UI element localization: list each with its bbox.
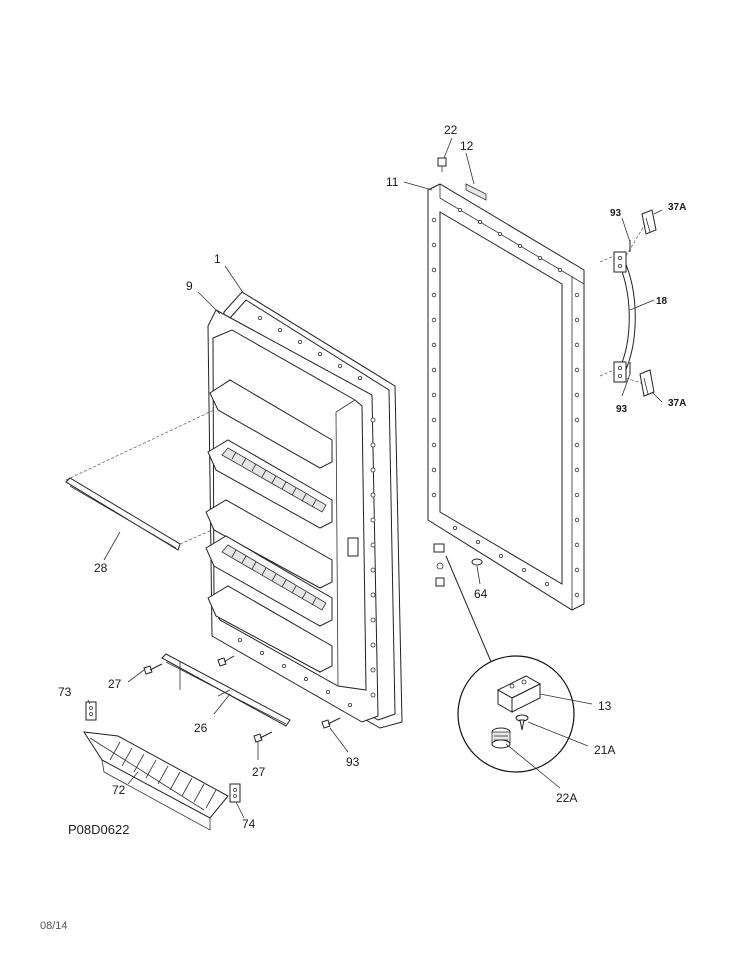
door-rail-28 [65,409,215,551]
callout-64: 64 [474,587,488,601]
plug-64 [471,558,483,566]
door-handle-18 [599,225,645,385]
liner-shelf-4 [205,535,333,627]
plug-22 [437,157,447,172]
callout-22: 22 [444,123,458,137]
door-rail-26 [161,653,291,727]
callout-74: 74 [242,817,256,831]
revision-date: 08/14 [40,920,68,932]
callout-22a: 22A [556,791,577,805]
callout-72: 72 [112,783,126,797]
liner-latch-slot [347,537,359,557]
callout-1: 1 [214,252,221,266]
drawing-code: P08D0622 [68,822,130,837]
basket-bracket-74 [229,783,241,803]
handle-cap-37a-top [641,209,657,235]
handle-cap-37a-bottom [639,369,655,397]
callout-11: 11 [386,175,399,189]
callout-28: 28 [94,561,108,575]
screw-21a [515,714,529,731]
callout-37a-bottom: 37A [668,398,686,409]
door-panel-holes [431,207,580,598]
callout-21a: 21A [594,743,615,757]
liner-shelf-2 [207,439,333,529]
callout-9: 9 [186,279,193,293]
callout-26: 26 [194,721,208,735]
hinge-parts-small [433,543,493,665]
callout-18: 18 [656,296,668,307]
callout-13: 13 [598,699,612,713]
callout-27-lower: 27 [252,765,266,779]
liner-shelf-5 [207,585,333,673]
screws [143,655,341,743]
hinge-bracket-13 [496,675,542,713]
callout-27-upper: 27 [108,677,122,691]
outer-door-panel [427,157,585,611]
serial-label-12 [465,183,487,201]
leader-lines [87,137,663,819]
basket-bracket-73 [85,701,97,721]
bushing-22a [491,727,511,749]
callout-12: 12 [460,139,474,153]
door-basket-72 [83,731,229,831]
hinge-detail-zoom [457,655,575,773]
callout-labels: 1 9 28 27 27 26 73 72 74 93 22 12 11 64 … [58,123,686,831]
liner-screw-holes [237,315,376,708]
callout-93-liner: 93 [346,755,360,769]
callout-93-handle-bottom: 93 [616,404,628,415]
liner-shelf-1 [209,379,333,469]
callout-73: 73 [58,685,72,699]
callout-37a-top: 37A [668,202,686,213]
callout-93-handle-top: 93 [610,208,622,219]
door-liner-assembly [205,291,403,729]
liner-shelf-3 [205,499,333,589]
